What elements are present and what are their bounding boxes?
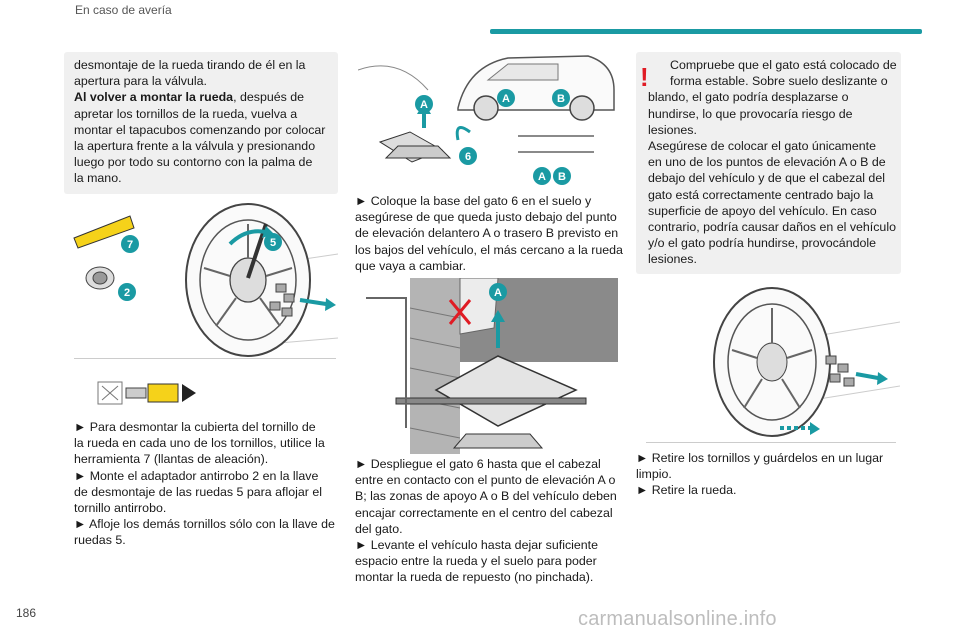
warning-text: Compruebe que el gato está colocado de f… bbox=[648, 57, 898, 268]
instruction-line: ► Retire los tornillos y guárdelos en un… bbox=[636, 451, 884, 465]
section-title: En caso de avería bbox=[75, 3, 172, 17]
instruction-line: ► Retire la rueda. bbox=[636, 483, 737, 498]
instruction-line: ► Para desmontar la cubierta del tornill… bbox=[74, 420, 316, 434]
note-box bbox=[64, 52, 338, 194]
instruction-line: del gato. bbox=[355, 521, 403, 536]
instruction-line: ► Monte el adaptador antirrobo 2 en la l… bbox=[74, 468, 319, 483]
col2-instructions-2: ► Despliegue el gato 6 hasta que el cabe… bbox=[355, 456, 627, 586]
warning-line: gato está correctamente centrado bajo la bbox=[648, 187, 874, 202]
note-line: apertura para la válvula. bbox=[74, 74, 207, 89]
jack-under-car-illustration: A bbox=[366, 278, 618, 454]
badge-a: A bbox=[420, 99, 428, 111]
warning-line: lesiones. bbox=[648, 122, 697, 137]
badge-b: B bbox=[558, 171, 566, 183]
instruction-line: limpio. bbox=[636, 467, 672, 482]
warning-line: Asegúrese de colocar el gato únicamente bbox=[648, 139, 876, 154]
col2-instructions-1: ► Coloque la base del gato 6 en el suelo… bbox=[355, 193, 625, 274]
note-after-bold: , después de bbox=[233, 90, 305, 105]
instruction-line: herramienta 7 (llantas de aleación). bbox=[74, 452, 269, 467]
instruction-line: ► Coloque la base del gato 6 en el suelo… bbox=[355, 194, 592, 208]
instruction-line: asegúrese de que queda justo debajo del … bbox=[355, 210, 617, 225]
badge-6: 6 bbox=[465, 151, 471, 163]
instruction-line: encajar correctamente en el centro del c… bbox=[355, 505, 613, 520]
col3-instructions: ► Retire los tornillos y guárdelos en un… bbox=[636, 450, 906, 499]
badge-a: A bbox=[502, 93, 510, 105]
badge-7: 7 bbox=[127, 239, 133, 251]
badge-a: A bbox=[538, 171, 546, 183]
page-number: 186 bbox=[16, 606, 37, 620]
note-box-text: desmontaje de la rueda tirando de él en … bbox=[74, 57, 336, 187]
col1-instructions: ► Para desmontar la cubierta del tornill… bbox=[74, 419, 344, 549]
warning-line: en uno de los puntos de elevación A o B … bbox=[648, 155, 886, 170]
warning-line: hundirse, lo que provocaría riesgo de bbox=[648, 106, 853, 121]
instruction-line: espacio entre la rueda y el suelo para p… bbox=[355, 554, 597, 569]
note-line: luego por todo su contorno con la palma … bbox=[74, 155, 313, 170]
instruction-line: de elevación delantero A o trasero B pre… bbox=[355, 226, 619, 241]
note-bold: Al volver a montar la rueda bbox=[74, 90, 234, 105]
instruction-line: B; las zonas de apoyo A o B del vehículo… bbox=[355, 489, 617, 504]
warning-line: blando, el gato podría desplazarse o bbox=[648, 90, 849, 105]
note-line: Al volver a montar la rueda, después de bbox=[74, 89, 336, 105]
jack-lift-points-illustration: A A B 6 A B bbox=[358, 55, 615, 185]
instruction-line: de desmontaje de las ruedas 5 para afloj… bbox=[74, 484, 322, 499]
note-line: la mano. bbox=[74, 171, 122, 186]
instruction-line: los bajos del vehículo, el más cercano a… bbox=[355, 242, 623, 257]
instruction-line: la rueda en cada uno de los tornillos, u… bbox=[74, 436, 325, 451]
wheel-removal-illustration bbox=[713, 287, 900, 437]
instruction-line: ► Levante el vehículo hasta dejar sufici… bbox=[355, 538, 599, 553]
instruction-line: tornillo antirrobo. bbox=[74, 501, 167, 516]
badge-b: B bbox=[557, 93, 565, 105]
note-line: desmontaje de la rueda tirando de él en … bbox=[74, 58, 306, 72]
warning-line: lesiones. bbox=[648, 252, 697, 267]
warning-line: Compruebe que el gato está colocado de bbox=[670, 58, 897, 72]
wheel-bolt-removal-illustration: 7 2 5 bbox=[73, 203, 338, 357]
header-accent-bar bbox=[490, 29, 922, 34]
warning-line: contrario, podría causar daños en el veh… bbox=[648, 220, 896, 235]
instruction-line: entre en contacto con el punto de elevac… bbox=[355, 473, 616, 488]
warning-line: superficie de apoyo del vehículo. En cas… bbox=[648, 203, 877, 218]
badge-5: 5 bbox=[270, 237, 276, 249]
instruction-line: montar la rueda de repuesto (no pinchada… bbox=[355, 570, 594, 585]
watermark: carmanualsonline.info bbox=[578, 608, 777, 630]
note-line: apretar los tornillos de la rueda, vuelv… bbox=[74, 106, 298, 121]
figure-divider bbox=[646, 442, 896, 443]
badge-2: 2 bbox=[124, 287, 130, 299]
figure-divider bbox=[74, 358, 336, 359]
note-line: la apertura frente a la válvula y presio… bbox=[74, 139, 316, 154]
note-line: montar el tapacubos comenzando por coloc… bbox=[74, 122, 326, 137]
warning-line: debajo del vehículo y de que el cabezal … bbox=[648, 171, 885, 186]
warning-box bbox=[636, 52, 901, 274]
instruction-line: ruedas 5. bbox=[74, 533, 126, 548]
instruction-line: ► Despliegue el gato 6 hasta que el cabe… bbox=[355, 457, 601, 471]
warning-icon: ! bbox=[640, 62, 649, 92]
anti-theft-adapter-icon bbox=[97, 381, 196, 405]
badge-a: A bbox=[494, 287, 502, 299]
instruction-line: que vaya a cambiar. bbox=[355, 258, 466, 273]
warning-line: y/o el gato podría hundirse, provocándol… bbox=[648, 236, 877, 251]
warning-line: forma estable. Sobre suelo deslizante o bbox=[670, 74, 888, 89]
instruction-line: ► Afloje los demás tornillos sólo con la… bbox=[74, 517, 335, 532]
